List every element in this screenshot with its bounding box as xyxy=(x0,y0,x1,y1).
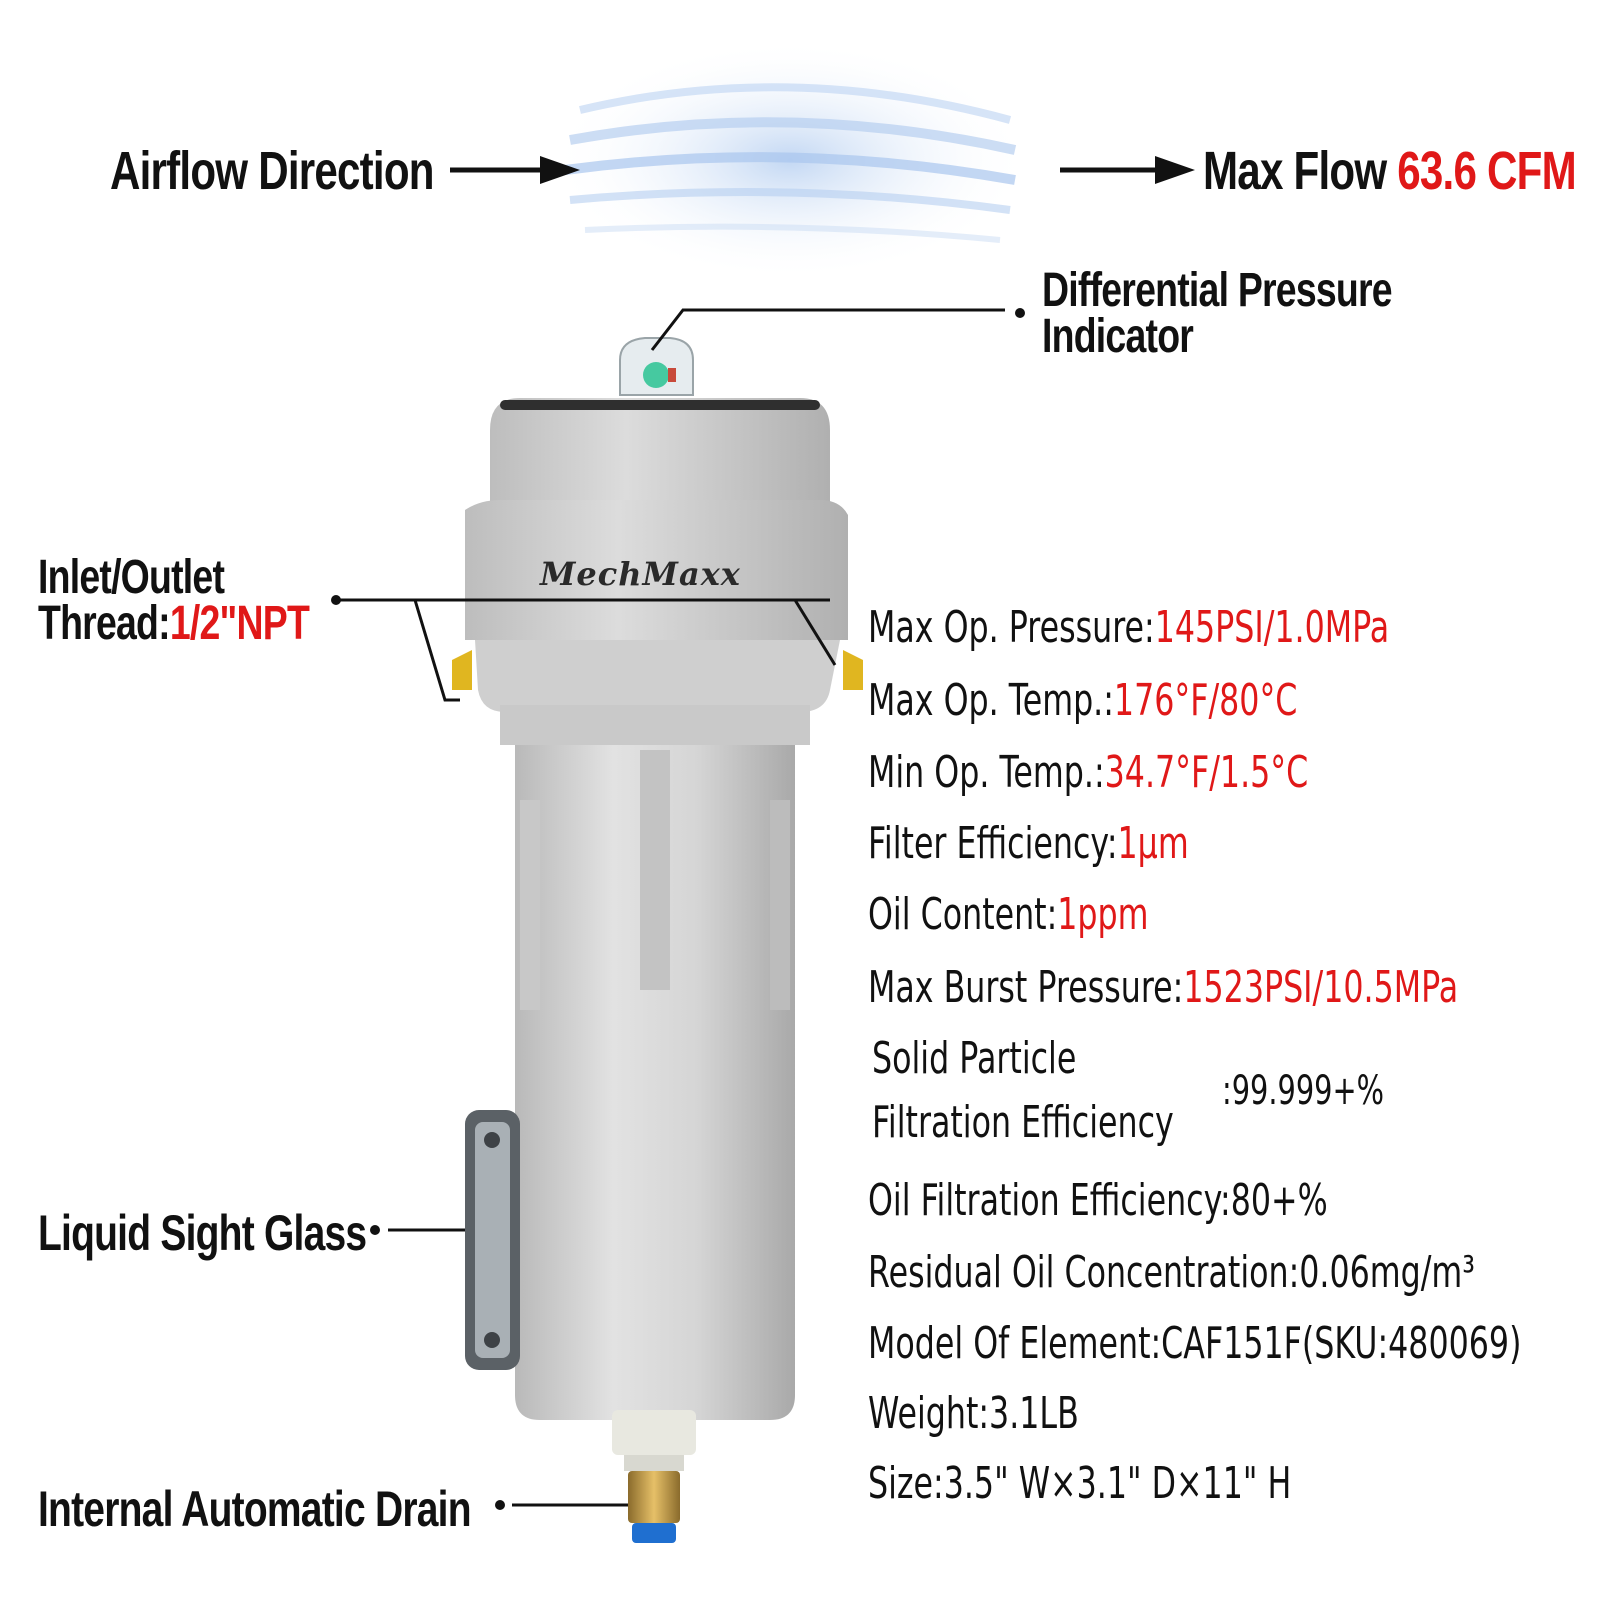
liquid-sight-glass xyxy=(465,1110,520,1370)
automatic-drain xyxy=(612,1410,696,1543)
drain-label: Internal Automatic Drain xyxy=(38,1481,472,1537)
callout-lines xyxy=(336,308,1005,1507)
spec-residual-oil: Residual Oil Concentration:0.06mg/m³ xyxy=(868,1247,1475,1298)
spec-max-op-pressure: Max Op. Pressure:145PSI/1.0MPa xyxy=(868,602,1390,653)
outlet-port xyxy=(843,650,863,690)
spec-max-burst-pressure: Max Burst Pressure:1523PSI/10.5MPa xyxy=(868,962,1459,1013)
sight-glass-label: Liquid Sight Glass xyxy=(38,1205,367,1261)
spec-max-op-temp: Max Op. Temp.:176°F/80°C xyxy=(868,675,1298,726)
airflow-wave-graphic xyxy=(550,40,1030,280)
spec-filter-efficiency: Filter Efficiency:1μm xyxy=(868,818,1189,869)
spec-element-model: Model Of Element:CAF151F(SKU:480069) xyxy=(868,1318,1522,1369)
spec-solid-particle-line1: Solid Particle xyxy=(872,1033,1077,1084)
spec-oil-content: Oil Content:1ppm xyxy=(868,889,1149,940)
airflow-arrow-right xyxy=(1060,156,1195,184)
spec-solid-particle-value: :99.999+% xyxy=(1222,1068,1384,1114)
inlet-port xyxy=(452,650,472,690)
brand-logo: MechMaxx xyxy=(540,555,741,593)
max-flow-label: Max Flow 63.6 CFM xyxy=(1203,141,1577,201)
airflow-direction-label: Airflow Direction xyxy=(110,141,435,201)
spec-min-op-temp: Min Op. Temp.:34.7°F/1.5°C xyxy=(868,747,1309,798)
filter-bowl xyxy=(515,745,795,1420)
callout-dots xyxy=(331,308,1025,1510)
max-flow-value: 63.6 CFM xyxy=(1397,141,1576,201)
airflow-arrow-left xyxy=(450,156,580,184)
filter-head xyxy=(465,398,848,745)
spec-solid-particle-line2: Filtration Efficiency xyxy=(872,1097,1174,1148)
spec-oil-filtration: Oil Filtration Efficiency:80+% xyxy=(868,1175,1328,1226)
spec-size: Size:3.5" W×3.1" D×11" H xyxy=(868,1458,1292,1509)
differential-pressure-indicator xyxy=(619,337,694,396)
spec-weight: Weight:3.1LB xyxy=(868,1388,1079,1439)
